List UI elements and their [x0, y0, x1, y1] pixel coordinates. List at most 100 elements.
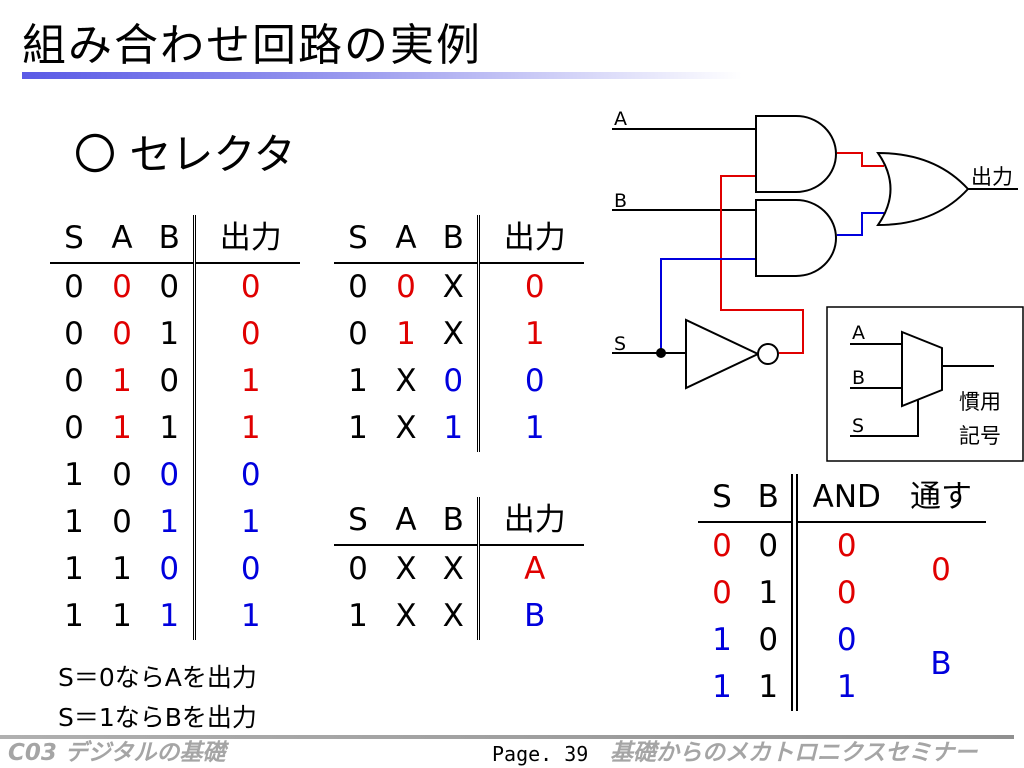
header-s: S	[334, 497, 382, 546]
header-s: S	[698, 474, 746, 523]
header-a: A	[98, 215, 146, 264]
table-row: 1 1 1	[698, 664, 986, 711]
table-cell: 0	[159, 551, 180, 587]
table-cell: 1	[159, 598, 180, 634]
table-cell: 0	[159, 363, 180, 399]
label-output: 出力	[971, 165, 1013, 189]
pass-cell-bottom: B	[930, 645, 952, 682]
table-cell: A	[476, 545, 584, 593]
table-cell: 1	[758, 575, 779, 611]
wire-and2-or	[837, 212, 884, 236]
table-cell: 0	[790, 522, 896, 570]
table-cell: X	[395, 598, 417, 634]
label-b: B	[614, 190, 627, 212]
table-row: 0 1 0	[698, 570, 986, 617]
table-cell: 0	[396, 269, 416, 305]
table-cell: 0	[790, 617, 896, 664]
header-a: A	[382, 215, 430, 264]
symbol-caption-line2: 記号	[959, 424, 1001, 448]
table-cell: 1	[348, 598, 368, 634]
table-cell: X	[442, 316, 464, 352]
table-cell: 0	[476, 263, 584, 311]
mux-symbol	[901, 330, 943, 408]
table-cell: X	[442, 598, 464, 634]
label-a: A	[614, 108, 627, 130]
table-cell: 1	[159, 316, 180, 352]
header-s: S	[50, 215, 98, 264]
table-cell: 0	[112, 504, 132, 540]
header-and: AND	[790, 474, 896, 523]
table-cell: 0	[790, 570, 896, 617]
table-cell: 1	[476, 311, 584, 358]
table-header-row: S A B 出力	[334, 497, 584, 546]
section-heading: 〇 セレクタ	[74, 130, 296, 179]
header-output: 出力	[192, 215, 300, 264]
symbol-label-a: A	[852, 322, 865, 344]
wire-not-s	[720, 175, 804, 354]
table-cell: X	[395, 410, 417, 446]
table-cell: 1	[712, 622, 732, 658]
label-s: S	[614, 333, 626, 355]
wire-s-and2	[660, 258, 756, 353]
table-cell: 1	[112, 410, 132, 446]
table-cell: 0	[64, 363, 84, 399]
table-cell: 0	[192, 311, 300, 358]
table-cell: 1	[790, 664, 896, 711]
table-cell: 1	[159, 504, 180, 540]
table-cell: 1	[112, 363, 132, 399]
table-header-row: S B AND 通す	[698, 474, 986, 523]
selector-circuit: A B S 出力	[612, 108, 1018, 390]
table-cell: 0	[348, 551, 368, 587]
table-cell: 0	[476, 358, 584, 405]
table-cell: 1	[348, 410, 368, 446]
table-cell: 0	[64, 316, 84, 352]
table-cell: 1	[443, 410, 464, 446]
table-cell: X	[395, 551, 417, 587]
table-header-row: S A B 出力	[50, 215, 300, 264]
note-s0: S＝0ならAを出力	[58, 663, 257, 692]
table-cell: 0	[758, 622, 779, 658]
table-cell: 0	[348, 316, 368, 352]
header-b: B	[430, 215, 478, 264]
footer-seminar: 基礎からのメカトロニクスセミナー	[610, 740, 978, 766]
table-cell: 0	[443, 363, 464, 399]
header-output: 出力	[476, 497, 584, 546]
table-cell: 0	[64, 269, 84, 305]
table-cell: X	[442, 269, 464, 305]
not-gate	[685, 318, 761, 390]
table-cell: 1	[64, 598, 84, 634]
page-title: 組み合わせ回路の実例	[22, 20, 482, 71]
header-a: A	[382, 497, 430, 546]
table-cell: 1	[712, 669, 732, 705]
table-cell: 0	[712, 575, 732, 611]
table-cell: 0	[112, 269, 132, 305]
truth-table-and-pass: S B AND 通す 0 0 0 0 0 1 0 1 0 0 B 1 1 1	[698, 474, 986, 711]
table-row: 0 0 0 0	[698, 522, 986, 588]
symbol-caption-line1: 慣用	[959, 390, 1001, 414]
note-s1: S＝1ならBを出力	[58, 703, 257, 732]
footer-course: C03 デジタルの基礎	[8, 740, 226, 766]
symbol-label-b: B	[852, 367, 865, 389]
table-cell: 1	[476, 405, 584, 452]
table-cell: 1	[758, 669, 779, 705]
table-cell: X	[395, 363, 417, 399]
header-b: B	[430, 497, 478, 546]
table-row: 1 0 0 B	[698, 617, 986, 682]
header-s: S	[334, 215, 382, 264]
table-header-row: S A B 出力	[334, 215, 584, 264]
table-cell: 0	[64, 410, 84, 446]
table-cell: 1	[112, 598, 132, 634]
